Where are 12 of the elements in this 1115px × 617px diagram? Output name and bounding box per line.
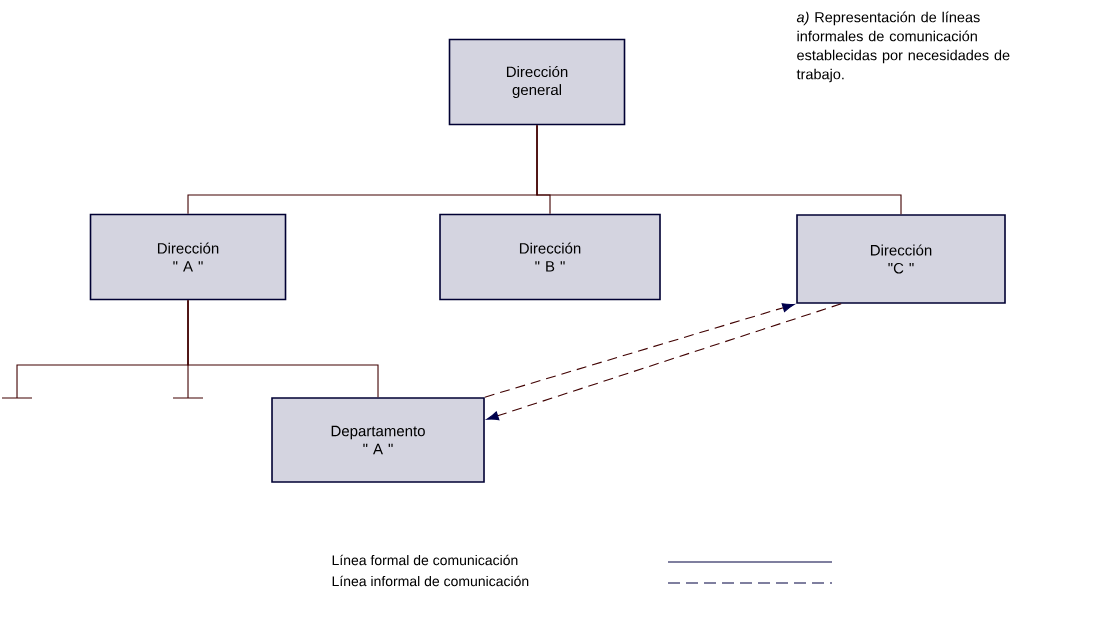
legend-text: Línea formal de comunicación xyxy=(332,554,518,566)
connector-line xyxy=(172,299,204,399)
arrow xyxy=(484,303,795,398)
unit-box: Dirección "C " xyxy=(796,214,1006,304)
legend-text: Línea informal de comunicación xyxy=(332,575,529,587)
unit-box: Dirección general xyxy=(448,38,626,126)
note-text: a) Representación de líneas informales de comunicación establecidas por necesidades de trabajo. xyxy=(796,11,1010,83)
connector-line xyxy=(536,124,902,215)
unit-box: Dirección " A " xyxy=(89,213,287,301)
unit-box: Dirección " B " xyxy=(439,213,661,301)
arrow xyxy=(486,303,842,421)
unit-box: Departamento " A " xyxy=(271,397,485,483)
